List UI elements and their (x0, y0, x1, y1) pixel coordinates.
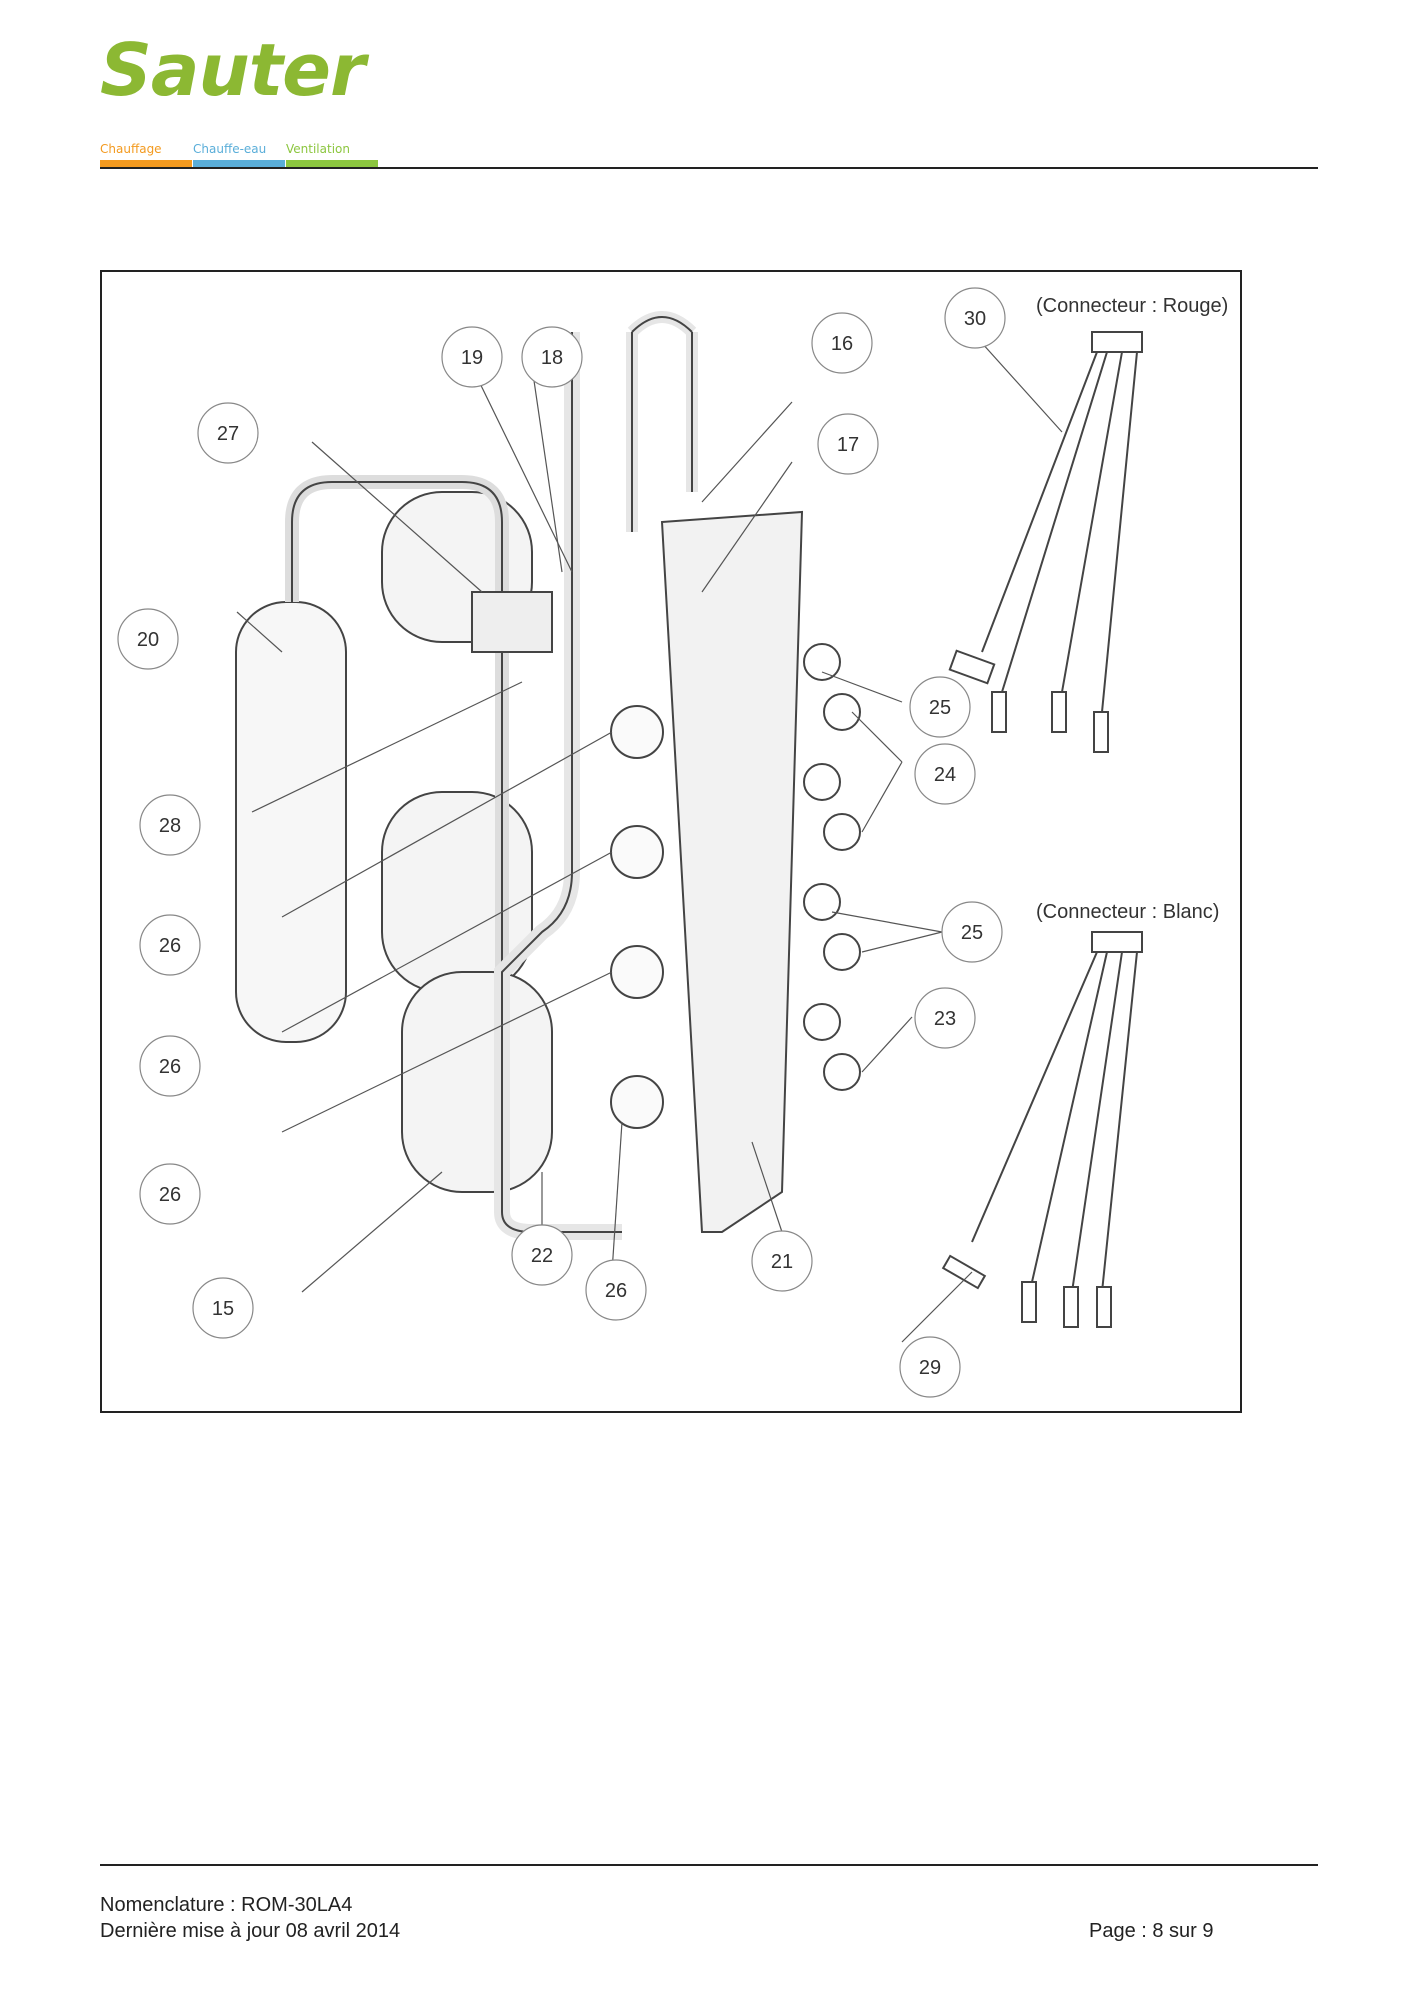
pipe-b-outline (501, 332, 622, 1233)
connector-label-blanc: (Connecteur : Blanc) (1036, 901, 1219, 923)
harness-rouge (948, 331, 1143, 753)
tab-chauffage: Chauffage (100, 142, 192, 168)
callout-number: 21 (771, 1251, 793, 1273)
callout-number: 25 (929, 697, 951, 719)
callout-number: 26 (605, 1280, 627, 1302)
accumulator-tank (235, 601, 347, 1043)
parts-drawing: 30 19 18 16 27 17 20 25 24 28 26 25 26 2… (117, 287, 1228, 1398)
callout-number: 15 (212, 1298, 234, 1320)
leader-lines (236, 331, 1063, 1343)
tab-ventilation: Ventilation (286, 142, 378, 168)
exploded-parts-diagram: 30 19 18 16 27 17 20 25 24 28 26 25 26 2… (100, 270, 1242, 1413)
callout-circles (117, 287, 1006, 1398)
callout-numbers: 30 19 18 16 27 17 20 25 24 28 26 25 26 2… (137, 308, 986, 1379)
pipe-c-outline (631, 316, 693, 532)
tab-chauffe-eau-bar (193, 160, 285, 168)
callout-number: 16 (831, 333, 853, 355)
tab-ventilation-label: Ventilation (286, 142, 350, 156)
callout-number: 17 (837, 434, 859, 456)
callout-number: 19 (461, 347, 483, 369)
eev-coils (610, 705, 664, 1129)
footer-rule (100, 1864, 1318, 1866)
service-valves (803, 643, 861, 1091)
callout-number: 26 (159, 1056, 181, 1078)
connector-label-rouge: (Connecteur : Rouge) (1036, 295, 1228, 317)
callout-number: 28 (159, 815, 181, 837)
tab-chauffe-eau-label: Chauffe-eau (193, 142, 267, 156)
callout-number: 26 (159, 1184, 181, 1206)
footer-page-number: Page : 8 sur 9 (1089, 1920, 1214, 1942)
callout-number: 27 (217, 423, 239, 445)
callout-number: 22 (531, 1245, 553, 1267)
pipe-a-outline (291, 481, 503, 1172)
harness-blanc (941, 931, 1143, 1328)
callout-number: 24 (934, 764, 956, 786)
header-rule (100, 167, 1318, 169)
footer-last-update: Dernière mise à jour 08 avril 2014 (100, 1920, 401, 1942)
callout-number: 29 (919, 1357, 941, 1379)
callout-number: 26 (159, 935, 181, 957)
sauter-logo: Sauter (100, 28, 365, 112)
drawing-body (235, 311, 1143, 1328)
solenoid-valve (471, 591, 553, 653)
callout-number: 25 (961, 922, 983, 944)
tab-chauffe-eau: Chauffe-eau (193, 142, 285, 168)
connector-labels: (Connecteur : Rouge) (Connecteur : Blanc… (1036, 295, 1228, 923)
manifold-plate (660, 510, 804, 1233)
callout-number: 23 (934, 1008, 956, 1030)
callout-number: 30 (964, 308, 986, 330)
tab-chauffage-label: Chauffage (100, 142, 162, 156)
tab-ventilation-bar (286, 160, 378, 168)
tab-chauffage-bar (100, 160, 192, 168)
footer-nomenclature: Nomenclature : ROM-30LA4 (100, 1894, 353, 1916)
callout-number: 20 (137, 629, 159, 651)
callout-number: 18 (541, 347, 563, 369)
compressor-lower (401, 971, 553, 1193)
pipe-c (626, 311, 698, 532)
